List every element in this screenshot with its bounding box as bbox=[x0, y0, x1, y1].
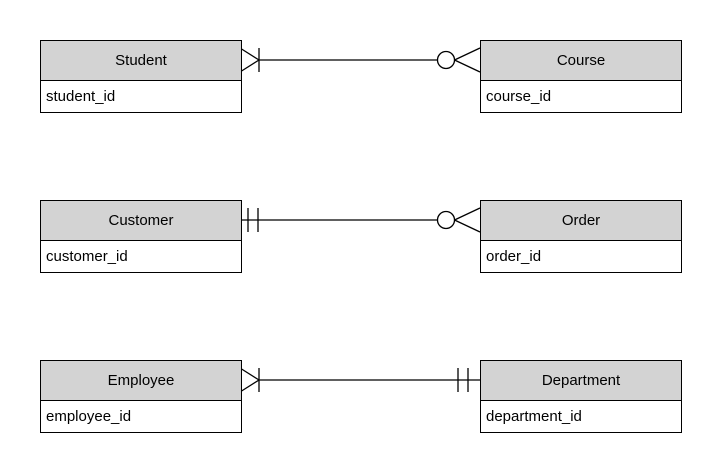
entity-customer[interactable]: Customer customer_id bbox=[40, 200, 242, 273]
entity-title: Course bbox=[481, 41, 681, 81]
connector-customer-order[interactable] bbox=[240, 207, 481, 233]
connector-employee-department[interactable] bbox=[239, 367, 480, 393]
zero-or-many-circle-crows-foot-icon bbox=[436, 207, 481, 233]
exactly-one-double-bar-icon bbox=[247, 208, 259, 232]
entity-attribute: course_id bbox=[481, 81, 681, 112]
zero-or-many-circle-crows-foot-icon bbox=[436, 47, 481, 73]
connector-student-course[interactable] bbox=[239, 47, 481, 73]
entity-employee[interactable]: Employee employee_id bbox=[40, 360, 242, 433]
entity-title: Order bbox=[481, 201, 681, 241]
entity-department[interactable]: Department department_id bbox=[480, 360, 682, 433]
one-or-many-crows-foot-bar-icon bbox=[239, 47, 260, 73]
entity-order[interactable]: Order order_id bbox=[480, 200, 682, 273]
entity-title: Department bbox=[481, 361, 681, 401]
entity-attribute: department_id bbox=[481, 401, 681, 432]
entity-title: Customer bbox=[41, 201, 241, 241]
entity-attribute: employee_id bbox=[41, 401, 241, 432]
entity-course[interactable]: Course course_id bbox=[480, 40, 682, 113]
entity-attribute: customer_id bbox=[41, 241, 241, 272]
entity-title: Employee bbox=[41, 361, 241, 401]
exactly-one-double-bar-icon bbox=[457, 368, 469, 392]
entity-attribute: student_id bbox=[41, 81, 241, 112]
entity-student[interactable]: Student student_id bbox=[40, 40, 242, 113]
entity-attribute: order_id bbox=[481, 241, 681, 272]
entity-title: Student bbox=[41, 41, 241, 81]
one-or-many-crows-foot-bar-icon bbox=[239, 367, 260, 393]
